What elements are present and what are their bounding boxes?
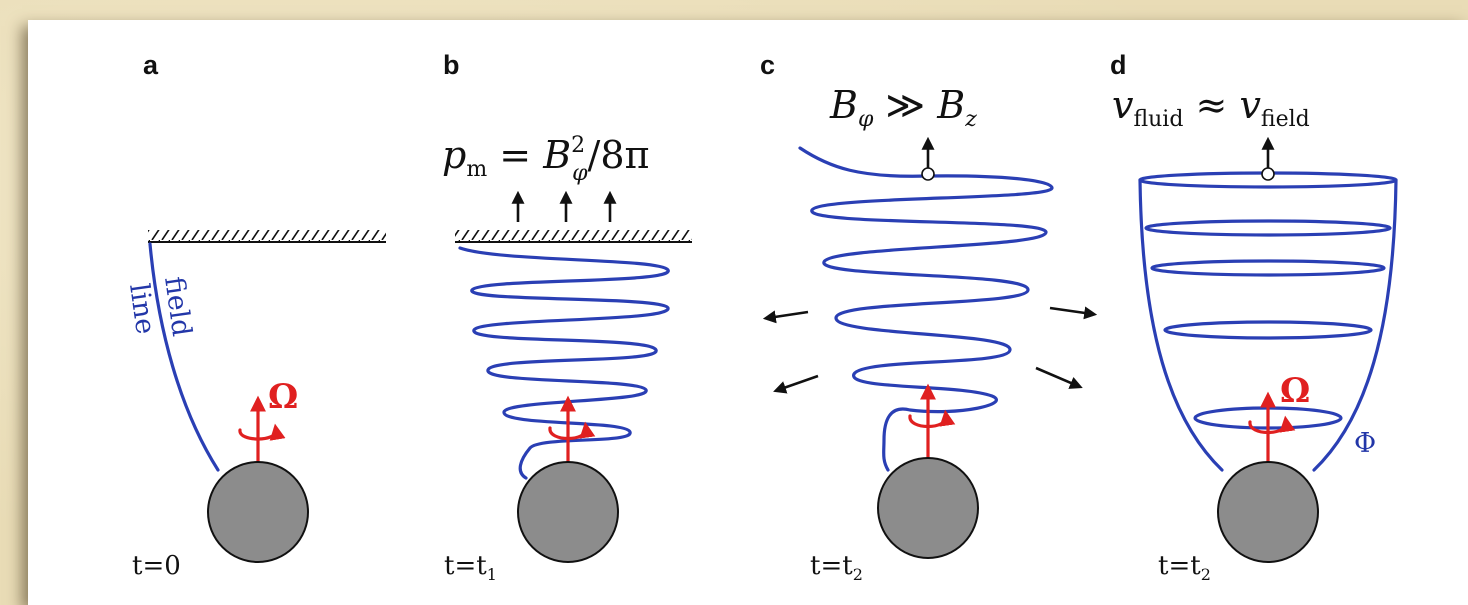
time-label-b: t=t1 [444,551,497,584]
panel-label-c: c [760,50,775,80]
panel-label-b: b [443,50,460,80]
rotation-arrow-c [910,390,946,462]
field-helix-c [800,148,1052,470]
lateral-arrows-c [768,308,1092,390]
star-a [208,462,308,562]
rotation-arrow-b [550,402,586,462]
field-label-word2: line [123,282,161,336]
star-c [878,458,978,558]
panel-label-a: a [143,50,159,80]
velocity-equation: vfluid ≈ vfield [1112,83,1310,132]
panel-d: d vfluid ≈ vfield Ω Φ t=t2 [1110,50,1396,584]
fluid-element-d [1262,168,1274,180]
omega-label-a: Ω [268,377,298,417]
star-d [1218,462,1318,562]
star-b [518,462,618,562]
omega-label-d: Ω [1280,371,1310,411]
field-ratio-equation: Bφ ≫ Bz [829,83,977,132]
flux-label-phi: Φ [1354,428,1376,459]
wall-hatch-a [148,230,386,242]
wall-hatch-b [455,230,692,242]
time-label-d: t=t2 [1158,551,1211,584]
pressure-arrows [518,196,610,222]
fluid-element-c [922,168,934,180]
field-helix-b [460,248,668,478]
time-label-a: t=0 [132,551,181,581]
time-label-c: t=t2 [810,551,863,584]
panel-a: a field line Ω t=0 [123,50,386,581]
panel-c: c Bφ ≫ Bz t=t2 [760,50,1092,584]
panel-label-d: d [1110,50,1127,80]
